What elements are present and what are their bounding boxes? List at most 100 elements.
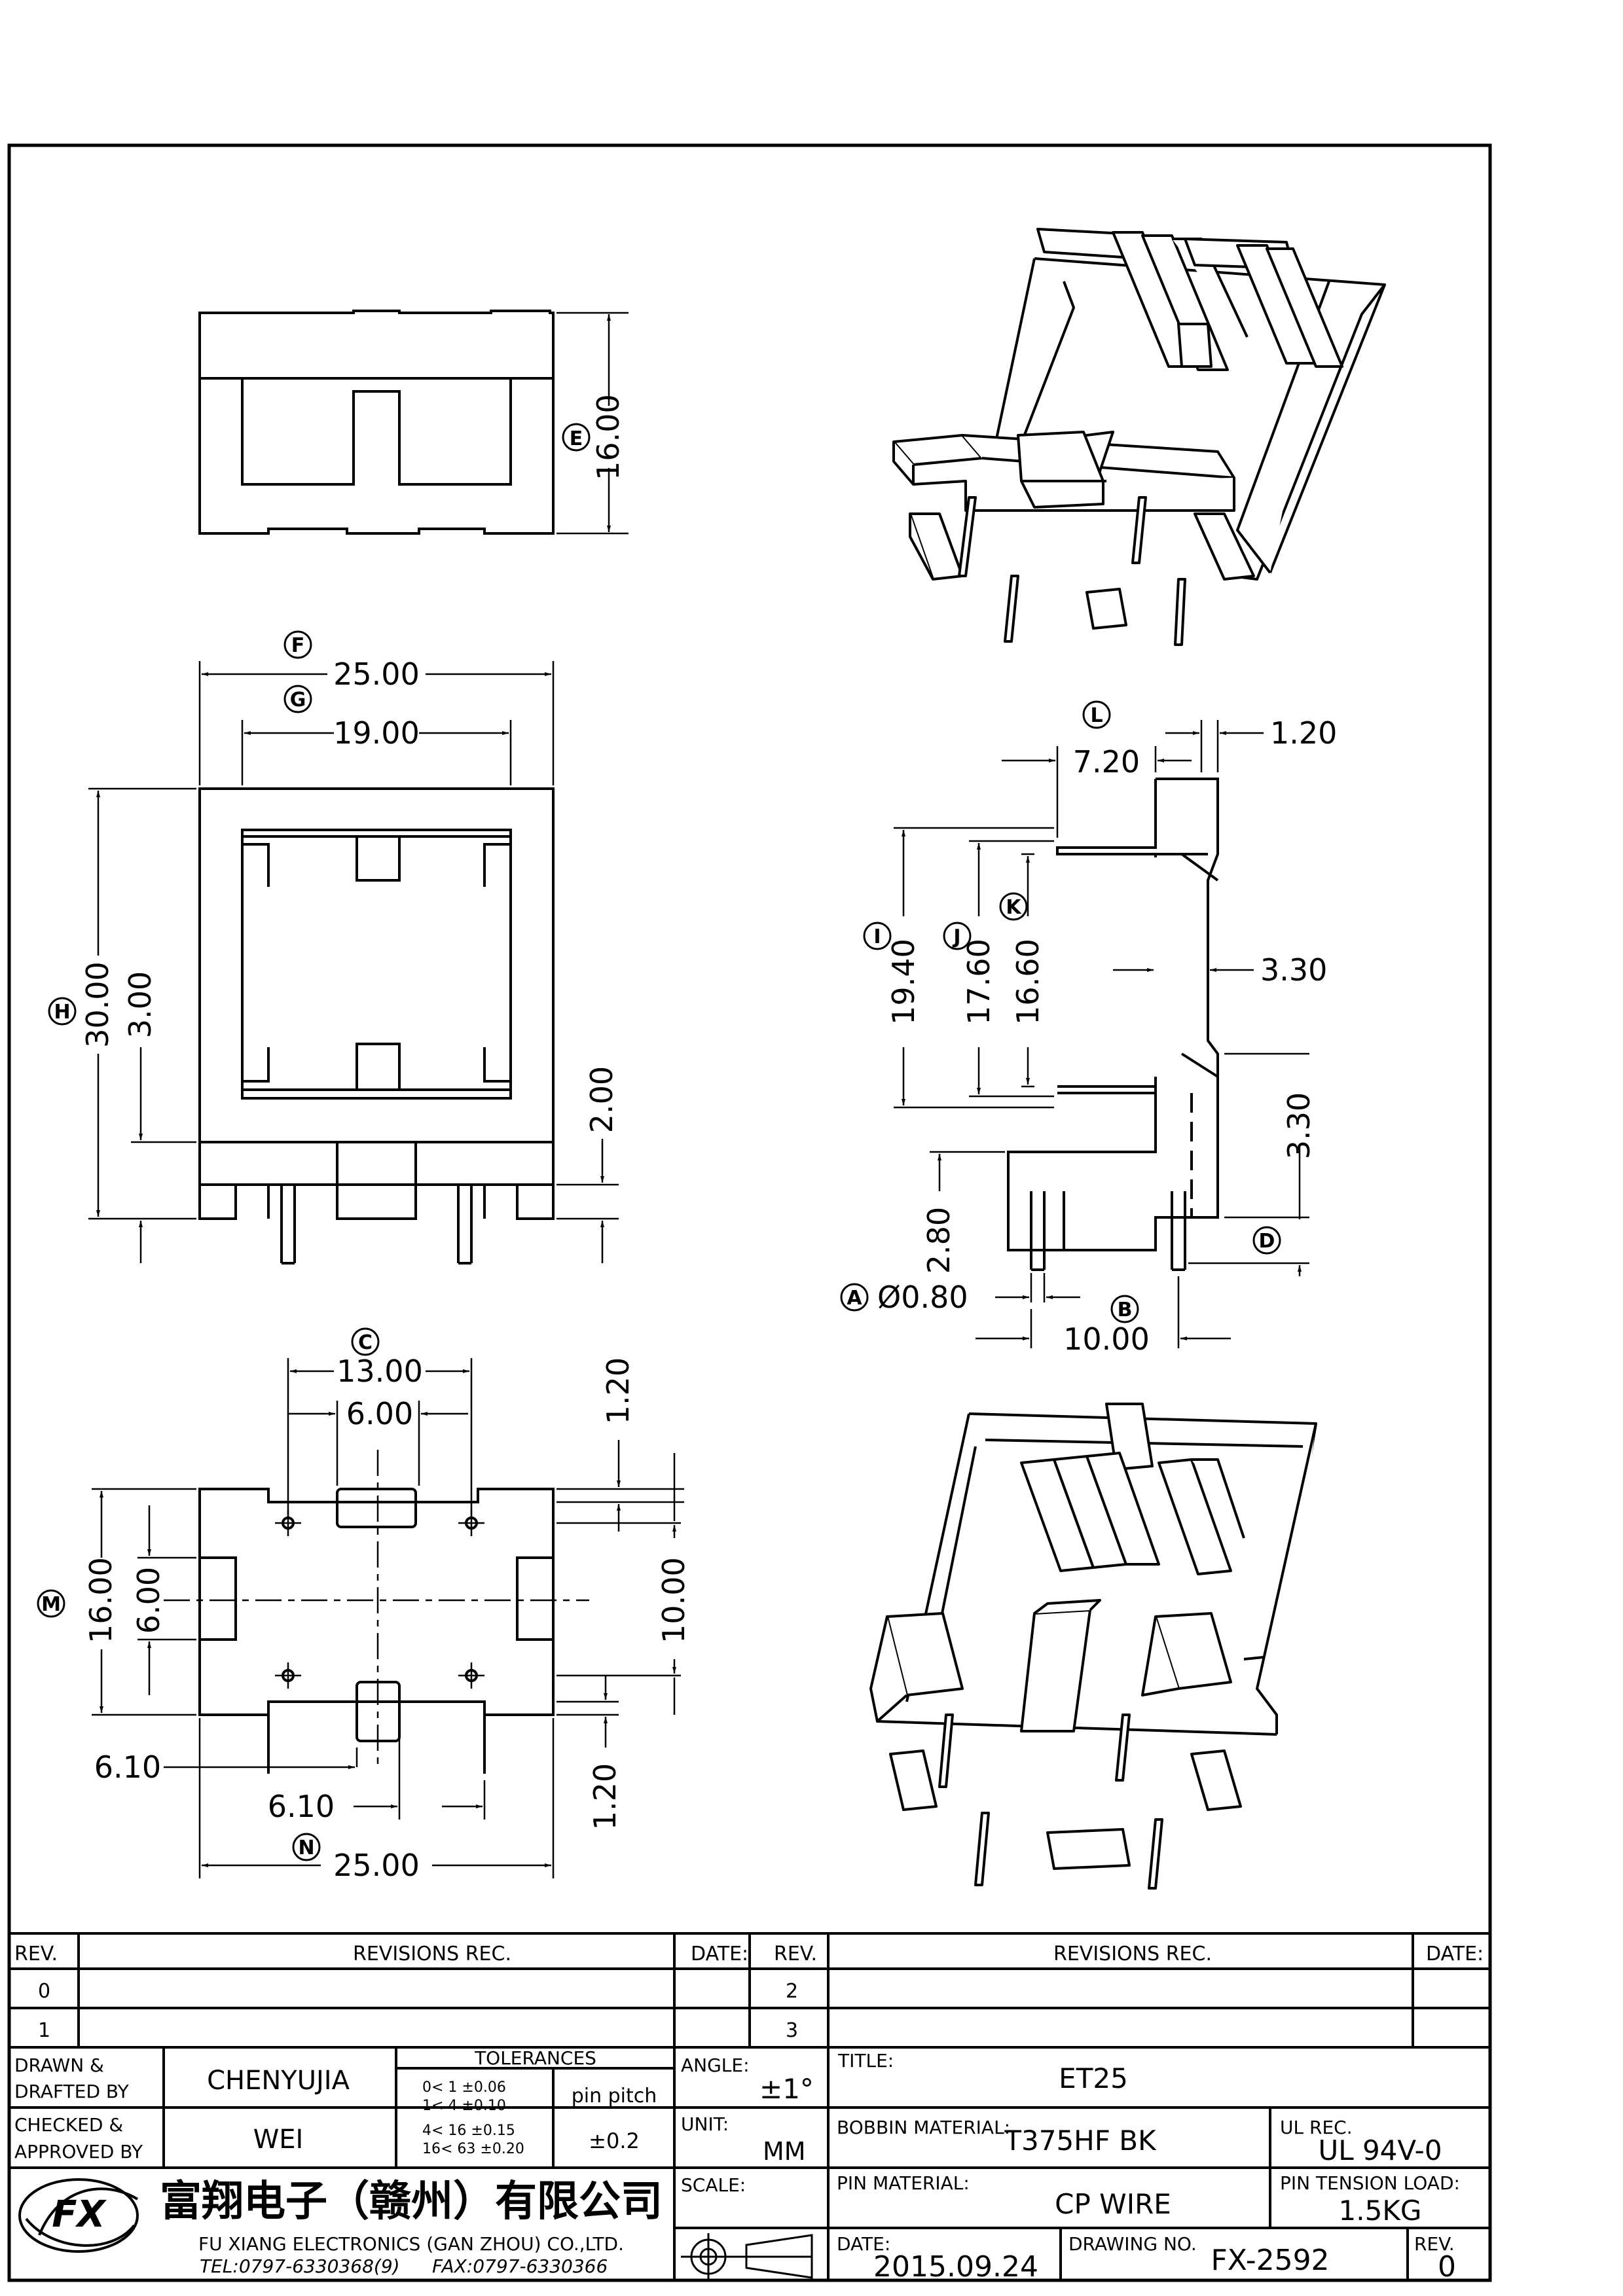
marker-c-circle	[351, 1327, 380, 1356]
date-header-right: DATE:	[1426, 1943, 1484, 1965]
dim-n-value: 25.00	[333, 1848, 420, 1883]
dim-6b-value: 6.00	[131, 1567, 166, 1634]
pin-material-label: PIN MATERIAL:	[837, 2172, 970, 2194]
dim-a-value: Ø0.80	[877, 1280, 968, 1315]
title-label: TITLE:	[837, 2050, 894, 2072]
dim-120a-value: 1.20	[600, 1357, 636, 1424]
dim-side	[894, 720, 1309, 1348]
marker-k-circle	[999, 892, 1028, 921]
pin-pitch-value: ±0.2	[589, 2128, 640, 2153]
rev-0: 0	[38, 1980, 50, 2003]
company-name-en: FU XIANG ELECTRONICS (GAN ZHOU) CO.,LTD.	[198, 2233, 624, 2255]
drawing-no-label: DRAWING NO.	[1068, 2233, 1197, 2255]
marker-e-circle	[562, 423, 591, 452]
marker-k: K	[1006, 896, 1022, 919]
marker-j: J	[952, 925, 960, 948]
dim-3-value: 3.00	[122, 971, 158, 1038]
dim-h-value: 30.00	[80, 961, 115, 1048]
drawn-label-1: DRAWN &	[14, 2054, 104, 2076]
dim-6a-value: 6.00	[346, 1396, 413, 1431]
dim-120b-value: 1.20	[587, 1763, 623, 1830]
angle-value: ±1°	[759, 2073, 814, 2105]
dim-e-value: 16.00	[591, 394, 626, 480]
drawing-border	[7, 143, 1492, 2282]
dim-g-value: 19.00	[333, 715, 420, 751]
bottom-centerlines	[164, 1450, 589, 1767]
rev-header-mid: REV.	[774, 1943, 817, 1965]
marker-a: A	[847, 1287, 862, 1310]
pin-tension-value: 1.5KG	[1339, 2195, 1422, 2227]
bobbin-material-value: T375HF BK	[1004, 2125, 1157, 2157]
dim-10-value: 10.00	[656, 1557, 691, 1643]
marker-b: B	[1118, 1299, 1133, 1321]
dim-f-value: 25.00	[333, 656, 420, 692]
angle-label: ANGLE:	[681, 2054, 750, 2076]
checked-label-1: CHECKED &	[14, 2114, 123, 2136]
marker-h: H	[54, 1001, 70, 1024]
company-fax: FAX:0797-6330366	[432, 2255, 608, 2277]
dim-i-value: 19.40	[886, 939, 921, 1025]
drawn-value: CHENYUJIA	[207, 2066, 350, 2096]
isometric-view-bottom	[869, 1403, 1317, 1890]
dim-610a-value: 6.10	[94, 1749, 161, 1785]
marker-b-circle	[1110, 1295, 1139, 1323]
rev-header: REV.	[14, 1943, 58, 1965]
marker-c: C	[358, 1331, 373, 1354]
dim-f	[198, 661, 555, 785]
dim-h	[88, 787, 619, 1263]
date-label: DATE:	[837, 2233, 890, 2255]
view-bottom	[198, 1488, 555, 1774]
date-header-left: DATE:	[691, 1943, 748, 1965]
tolerances-label: TOLERANCES	[474, 2047, 596, 2069]
marker-l: L	[1090, 704, 1103, 727]
title-block	[9, 1932, 1490, 2280]
tolerance-3: 4< 16 ±0.15	[422, 2123, 515, 2139]
dim-k-value: 16.60	[1010, 939, 1046, 1025]
rev-2: 2	[786, 1980, 798, 2003]
marker-f: F	[291, 634, 305, 657]
pin-pitch-label: pin pitch	[572, 2085, 657, 2108]
tolerance-2: 1< 4 ±0.10	[422, 2098, 506, 2114]
dim-c-value: 13.00	[337, 1354, 423, 1389]
isometric-view-top	[892, 228, 1386, 646]
rev-label: REV.	[1414, 2233, 1455, 2255]
marker-j-circle	[943, 922, 972, 950]
pin-tension-label: PIN TENSION LOAD:	[1280, 2172, 1460, 2194]
revisions-header-left: REVISIONS REC.	[353, 1943, 511, 1965]
unit-label: UNIT:	[681, 2113, 729, 2135]
logo-letters: FX	[52, 2193, 107, 2236]
marker-g: G	[290, 689, 306, 711]
marker-n-circle	[292, 1833, 321, 1861]
dim-2-value: 2.00	[584, 1066, 619, 1133]
dim-330b-value: 3.30	[1281, 1092, 1317, 1159]
checked-label-2: APPROVED BY	[14, 2141, 143, 2162]
dim-b-value: 10.00	[1063, 1321, 1150, 1357]
rev-value: 0	[1438, 2250, 1456, 2284]
scale-label: SCALE:	[681, 2174, 746, 2196]
dim-bottom	[92, 1358, 684, 1878]
tolerance-4: 16< 63 ±0.20	[422, 2141, 524, 2157]
marker-i-circle	[863, 922, 892, 950]
rev-3: 3	[786, 2019, 798, 2042]
marker-m-circle	[37, 1589, 65, 1618]
dim-m-value: 16.00	[83, 1557, 119, 1643]
marker-d-circle	[1252, 1226, 1281, 1255]
revisions-header-right: REVISIONS REC.	[1053, 1943, 1212, 1965]
pin-material-value: CP WIRE	[1055, 2188, 1171, 2220]
projection-symbol-icon	[681, 2233, 813, 2280]
title-value: ET25	[1059, 2062, 1128, 2094]
marker-l-circle	[1082, 700, 1111, 729]
drawn-label-2: DRAFTED BY	[14, 2081, 130, 2102]
company-logo	[18, 2178, 139, 2253]
tolerance-1: 0< 1 ±0.06	[422, 2079, 506, 2096]
date-value: 2015.09.24	[873, 2250, 1038, 2284]
dim-330a-value: 3.30	[1260, 952, 1327, 988]
marker-a-circle	[840, 1283, 869, 1312]
company-tel: TEL:0797-6330368(9)	[200, 2255, 400, 2277]
dim-j-value: 17.60	[961, 939, 996, 1025]
rev-1: 1	[38, 2019, 50, 2042]
marker-m: M	[41, 1593, 61, 1616]
view-front	[198, 787, 555, 1265]
marker-f-circle	[283, 630, 312, 659]
